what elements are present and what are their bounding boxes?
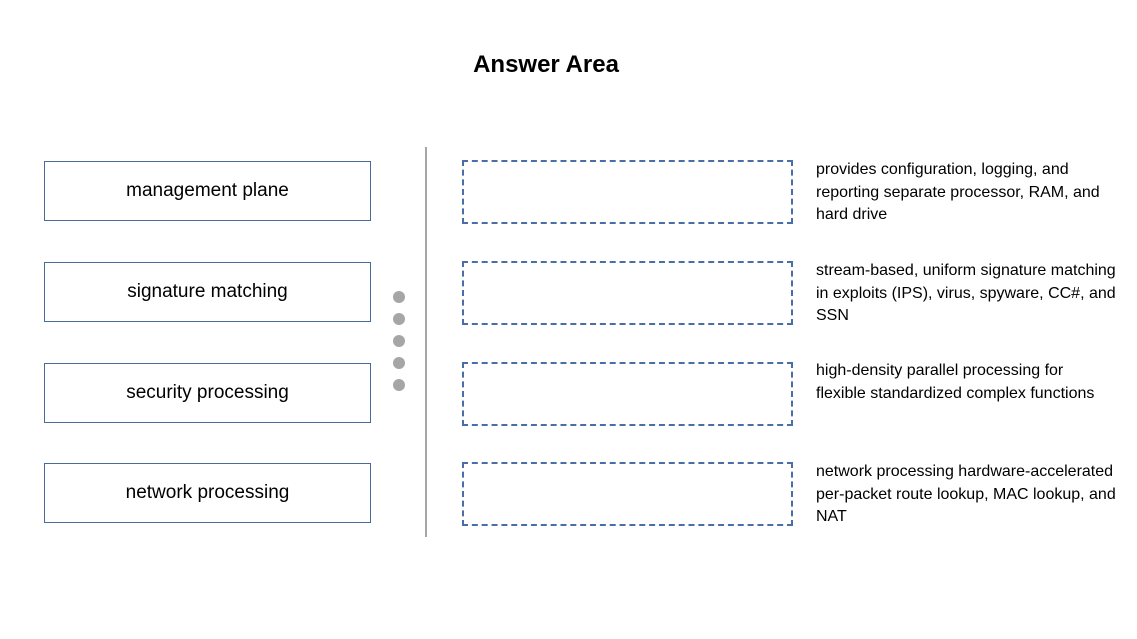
drop-target-1[interactable] bbox=[462, 160, 793, 224]
source-item-management-plane[interactable]: management plane bbox=[44, 161, 371, 221]
description-3: high-density parallel processing for fle… bbox=[816, 362, 1095, 402]
source-item-security-processing[interactable]: security processing bbox=[44, 363, 371, 423]
description-1: provides configuration, logging, and rep… bbox=[816, 161, 1100, 223]
description-4: network processing hardware-accelerated … bbox=[816, 463, 1116, 525]
drop-target-2[interactable] bbox=[462, 261, 793, 325]
drag-dot-icon bbox=[393, 291, 405, 303]
drag-handle-icon[interactable] bbox=[393, 291, 405, 391]
source-item-network-processing[interactable]: network processing bbox=[44, 463, 371, 523]
drag-dot-icon bbox=[393, 379, 405, 391]
drag-dot-icon bbox=[393, 313, 405, 325]
page-title: Answer Area bbox=[473, 51, 619, 78]
divider bbox=[425, 147, 427, 537]
drag-dot-icon bbox=[393, 357, 405, 369]
drop-target-4[interactable] bbox=[462, 462, 793, 526]
drop-target-3[interactable] bbox=[462, 362, 793, 426]
description-2: stream-based, uniform signature matching… bbox=[816, 262, 1116, 324]
drag-dot-icon bbox=[393, 335, 405, 347]
source-item-signature-matching[interactable]: signature matching bbox=[44, 262, 371, 322]
